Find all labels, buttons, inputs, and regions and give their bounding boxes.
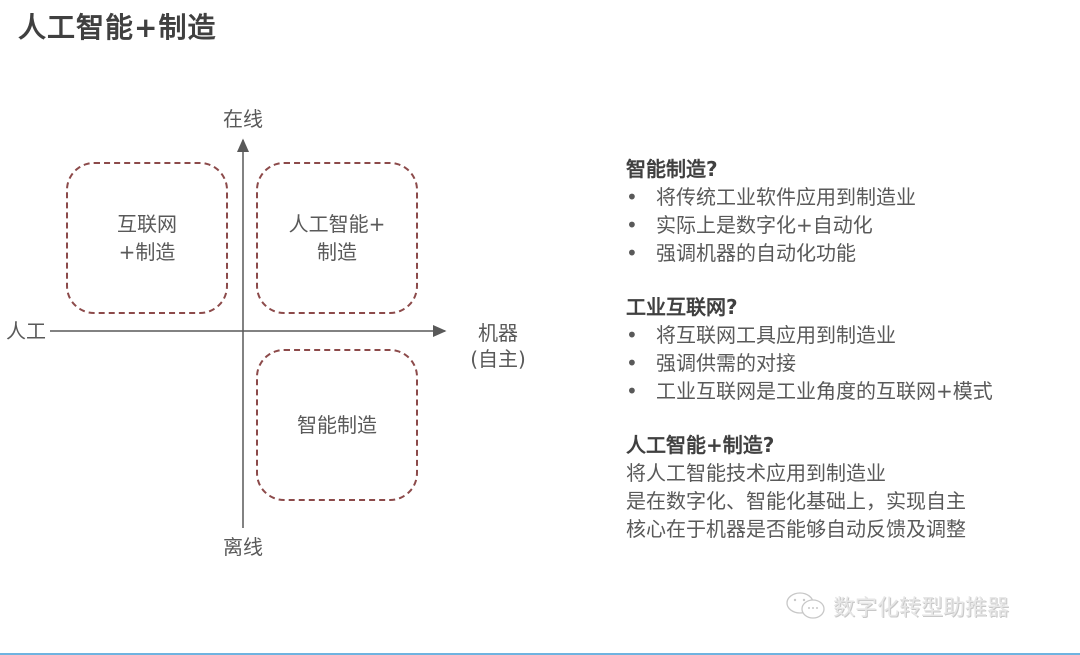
bullet-item: 将互联网工具应用到制造业 [626, 321, 1066, 349]
quadrant-label-line2: 制造 [316, 240, 357, 264]
wechat-icon [786, 592, 825, 619]
page-title: 人工智能+制造 [18, 11, 217, 44]
explanation-panel: 智能制造? 将传统工业软件应用到制造业 实际上是数字化+自动化 强调机器的自动化… [626, 155, 1066, 569]
section-industrial-internet: 工业互联网? 将互联网工具应用到制造业 强调供需的对接 工业互联网是工业角度的互… [626, 293, 1066, 405]
bottom-divider [0, 653, 1080, 655]
quadrant-label-line2: +制造 [118, 240, 176, 264]
quadrant-ai-manufacturing: 人工智能+ 制造 [256, 162, 418, 314]
text-line: 核心在于机器是否能够自动反馈及调整 [626, 517, 966, 541]
watermark-text: 数字化转型助推器 [833, 596, 1010, 621]
quadrant-label-line1: 智能制造 [297, 413, 377, 437]
axes-icon [50, 138, 447, 528]
bullet-item: 强调机器的自动化功能 [626, 239, 1066, 267]
section-heading: 工业互联网? [626, 295, 738, 319]
bullet-item: 实际上是数字化+自动化 [626, 211, 1066, 239]
quadrant-label-line1: 互联网 [117, 212, 177, 236]
quadrant-diagram: 在线 离线 人工 机器 (自主) 互联网 +制造 人工智能+ 制造 智能制造 [6, 107, 538, 559]
text-line: 将人工智能技术应用到制造业 [626, 461, 886, 485]
axis-label-offline: 离线 [223, 535, 263, 559]
quadrant-label-line1: 人工智能+ [288, 212, 386, 236]
bullet-item: 将传统工业软件应用到制造业 [626, 183, 1066, 211]
axis-label-online: 在线 [223, 107, 263, 131]
section-smart-manufacturing: 智能制造? 将传统工业软件应用到制造业 实际上是数字化+自动化 强调机器的自动化… [626, 155, 1066, 267]
axis-label-machine-line2: (自主) [470, 347, 526, 371]
bullet-item: 强调供需的对接 [626, 349, 1066, 377]
section-heading: 人工智能+制造? [626, 433, 775, 457]
axis-label-machine-line1: 机器 [478, 321, 518, 345]
axis-label-machine: 机器 (自主) [458, 320, 538, 372]
text-line: 是在数字化、智能化基础上，实现自主 [626, 489, 966, 513]
quadrant-smart-manufacturing: 智能制造 [256, 349, 418, 501]
quadrant-internet-manufacturing: 互联网 +制造 [66, 162, 228, 314]
section-heading: 智能制造? [626, 157, 718, 181]
bullet-item: 工业互联网是工业角度的互联网+模式 [626, 377, 1066, 405]
section-ai-manufacturing: 人工智能+制造? 将人工智能技术应用到制造业 是在数字化、智能化基础上，实现自主… [626, 431, 1066, 543]
watermark: 数字化转型助推器 [785, 590, 1009, 622]
axis-label-manual: 人工 [6, 319, 46, 343]
